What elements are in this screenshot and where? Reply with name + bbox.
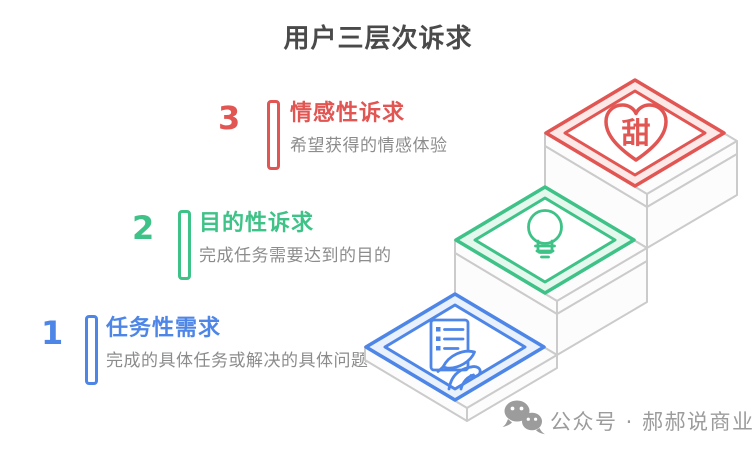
page-title: 用户三层次诉求 (283, 24, 473, 54)
footer-label: 公众号 · 郝郝说商业 (550, 410, 755, 434)
step-2-purpose (454, 185, 648, 356)
level-number: 1 (41, 314, 64, 352)
wechat-icon (502, 400, 545, 435)
level-bar (85, 315, 98, 385)
level-title: 目的性诉求 (199, 211, 315, 236)
level-title: 情感性诉求 (290, 101, 406, 126)
level-number: 3 (218, 99, 241, 137)
level-subtitle: 完成的具体任务或解决的具体问题 (106, 351, 369, 371)
document-pen-icon (429, 318, 482, 391)
step-1-task (364, 292, 558, 422)
level-bar (178, 210, 191, 280)
staircase-diagram: 甜 (364, 78, 738, 422)
heart-character: 甜 (621, 116, 650, 150)
level-number: 2 (132, 209, 155, 247)
level-title: 任务性需求 (106, 316, 222, 341)
step-3-emotional: 甜 (544, 78, 738, 249)
level-subtitle: 完成任务需要达到的目的 (199, 246, 392, 266)
heart-icon: 甜 (604, 103, 668, 162)
level-bar (267, 100, 280, 170)
level-subtitle: 希望获得的情感体验 (290, 136, 448, 156)
lightbulb-icon (527, 209, 563, 259)
footer-watermark: 公众号 · 郝郝说商业 (498, 398, 756, 443)
